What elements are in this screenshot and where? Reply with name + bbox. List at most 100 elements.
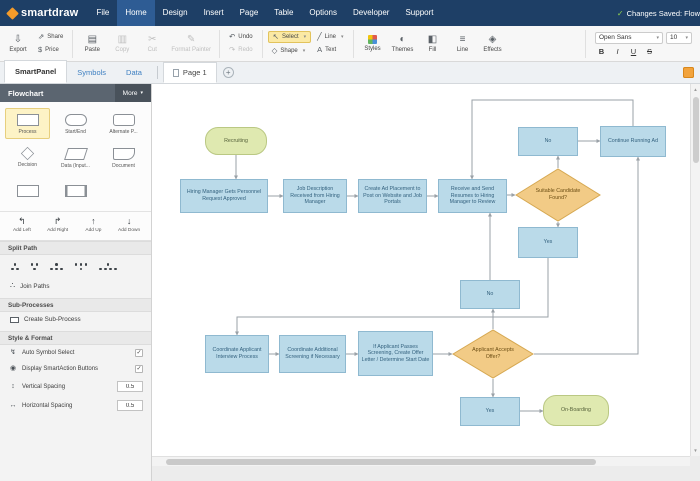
- flowchart-node-no-1[interactable]: No: [518, 127, 578, 156]
- format-buttons: BIUS: [595, 47, 692, 56]
- add-up-button[interactable]: ↑Add Up: [76, 217, 112, 233]
- horizontal-scroll-thumb[interactable]: [166, 459, 596, 465]
- cut-button[interactable]: ✂ Cut: [138, 28, 166, 60]
- smartdraw-logo[interactable]: smartdraw: [0, 7, 88, 19]
- shape-tool-button[interactable]: ◇ Shape ▾: [268, 46, 312, 56]
- fill-button[interactable]: ◧ Fill: [419, 28, 447, 60]
- add-right-button[interactable]: ↱Add Right: [40, 217, 76, 233]
- palette-shape-item-8[interactable]: [53, 176, 98, 207]
- flowchart-node-screening[interactable]: Coordinate Additional Screening if Neces…: [279, 335, 346, 373]
- tab-divider: [157, 66, 158, 79]
- palette-shape-data-input[interactable]: Data (Input...: [53, 142, 98, 173]
- split-path-section-header[interactable]: Split Path: [0, 241, 151, 255]
- flowchart-node-yes-1[interactable]: Yes: [518, 227, 578, 258]
- flowchart-node-yes-2[interactable]: Yes: [460, 397, 520, 426]
- paste-button[interactable]: ▤ Paste: [78, 28, 106, 60]
- vertical-scroll-thumb[interactable]: [693, 97, 699, 163]
- more-shapes-button[interactable]: More ▾: [115, 84, 151, 102]
- effects-icon: ◈: [489, 35, 497, 45]
- page-tab[interactable]: Page 1: [163, 62, 217, 83]
- flowchart-node-on-boarding[interactable]: On-Boarding: [543, 395, 609, 426]
- display-smartaction-buttons-checkbox[interactable]: ✓: [135, 365, 143, 373]
- sub-processes-section-header[interactable]: Sub-Processes: [0, 298, 151, 312]
- scroll-up-icon[interactable]: ▲: [691, 87, 700, 92]
- flowchart-node-recruiting[interactable]: Recruiting: [205, 127, 267, 155]
- menu-home[interactable]: Home: [117, 0, 154, 26]
- flowchart-node-continue-ad[interactable]: Continue Running Ad: [600, 126, 666, 157]
- tab-smartpanel[interactable]: SmartPanel: [4, 60, 67, 83]
- redo-button[interactable]: ↷ Redo: [225, 45, 257, 55]
- smartpanel-sidebar: Flowchart More ▾ ProcessStart/EndAlterna…: [0, 84, 152, 481]
- undo-button[interactable]: ↶ Undo: [225, 32, 257, 42]
- menu-options[interactable]: Options: [301, 0, 345, 26]
- menu-insert[interactable]: Insert: [196, 0, 232, 26]
- split-path-option-4[interactable]: [75, 263, 88, 270]
- line-style-button[interactable]: ≡ Line: [449, 28, 477, 60]
- copy-button[interactable]: ▥ Copy: [108, 28, 136, 60]
- join-paths-button[interactable]: ∴ Join Paths: [0, 278, 151, 298]
- redo-icon: ↷: [229, 46, 235, 54]
- menu-support[interactable]: Support: [397, 0, 441, 26]
- menu-file[interactable]: File: [88, 0, 117, 26]
- pages-panel-icon[interactable]: [683, 67, 694, 78]
- font-controls: Open Sans ▾ 10 ▾ BIUS: [595, 32, 692, 56]
- effects-button[interactable]: ◈ Effects: [479, 28, 507, 60]
- flowchart-node-receive-resumes[interactable]: Receive and Send Resumes to Hiring Manag…: [438, 179, 507, 213]
- flowchart-canvas[interactable]: RecruitingHiring Manager Gets Personnel …: [152, 84, 690, 456]
- font-family-select[interactable]: Open Sans ▾: [595, 32, 663, 44]
- format-i-button[interactable]: I: [611, 47, 624, 56]
- format-u-button[interactable]: U: [627, 47, 640, 56]
- tab-data[interactable]: Data: [116, 62, 152, 83]
- format-s-button[interactable]: S: [643, 47, 656, 56]
- menu-developer[interactable]: Developer: [345, 0, 397, 26]
- scroll-down-icon[interactable]: ▼: [691, 448, 700, 453]
- export-button[interactable]: ⇩ Export: [4, 28, 32, 60]
- chevron-down-icon: ▾: [656, 35, 659, 41]
- vertical-scrollbar[interactable]: ▲ ▼: [690, 84, 700, 456]
- palette-shape-start-end[interactable]: Start/End: [53, 108, 98, 139]
- split-path-option-2[interactable]: [31, 263, 39, 270]
- split-path-option-3[interactable]: [50, 263, 63, 270]
- add-down-button[interactable]: ↓Add Down: [111, 217, 147, 233]
- flowchart-node-offer-letter[interactable]: If Applicant Passes Screening, Create Of…: [358, 331, 433, 376]
- style-format-section-header[interactable]: Style & Format: [0, 331, 151, 345]
- create-sub-process-button[interactable]: Create Sub-Process: [0, 312, 151, 331]
- format-b-button[interactable]: B: [595, 47, 608, 56]
- vertical-spacing-input[interactable]: [117, 381, 143, 392]
- text-tool-button[interactable]: A Text: [313, 45, 347, 55]
- menu-table[interactable]: Table: [266, 0, 301, 26]
- format-painter-button[interactable]: ✎ Format Painter: [168, 28, 214, 60]
- join-paths-icon: ∴: [10, 282, 15, 290]
- add-page-button[interactable]: +: [223, 67, 234, 78]
- auto-symbol-select-checkbox[interactable]: ✓: [135, 349, 143, 357]
- panel-tabs: SmartPanelSymbolsData: [0, 62, 152, 83]
- horizontal-scrollbar[interactable]: [152, 456, 690, 466]
- styles-button[interactable]: Styles: [359, 28, 387, 60]
- add-left-button[interactable]: ↰Add Left: [4, 217, 40, 233]
- flowchart-node-job-description[interactable]: Job Description Received from Hiring Man…: [283, 179, 347, 213]
- split-path-option-1[interactable]: [11, 263, 19, 270]
- palette-shape-item-7[interactable]: [5, 176, 50, 207]
- palette-shape-process[interactable]: Process: [5, 108, 50, 139]
- flowchart-node-accepts-offer[interactable]: Applicant Accepts Offer?: [452, 329, 534, 379]
- menu-page[interactable]: Page: [232, 0, 267, 26]
- flowchart-node-interview[interactable]: Coordinate Applicant Interview Process: [205, 335, 269, 373]
- line-tool-button[interactable]: ╱ Line ▾: [313, 32, 347, 42]
- flowchart-node-suitable-candidate[interactable]: Suitable Candidate Found?: [515, 168, 601, 222]
- palette-shape-document[interactable]: Document: [101, 142, 146, 173]
- price-button[interactable]: $ Price: [34, 45, 67, 55]
- flowchart-node-create-ad[interactable]: Create Ad Placement to Post on Website a…: [358, 179, 427, 213]
- select-tool-button[interactable]: ↖ Select ▾: [268, 31, 312, 43]
- horizontal-spacing-input[interactable]: [117, 400, 143, 411]
- split-path-option-5[interactable]: [99, 263, 117, 270]
- share-button[interactable]: ⇗ Share: [34, 32, 67, 42]
- flowchart-node-no-2[interactable]: No: [460, 280, 520, 309]
- palette-shape-alternate-p[interactable]: Alternate P...: [101, 108, 146, 139]
- menu-design[interactable]: Design: [155, 0, 196, 26]
- font-size-select[interactable]: 10 ▾: [666, 32, 692, 44]
- palette-shape-decision[interactable]: Decision: [5, 142, 50, 173]
- style-format-rows: ↯Auto Symbol Select✓◉Display SmartAction…: [0, 345, 151, 415]
- flowchart-node-hiring-request[interactable]: Hiring Manager Gets Personnel Request Ap…: [180, 179, 268, 213]
- tab-symbols[interactable]: Symbols: [67, 62, 116, 83]
- themes-button[interactable]: ◐ Themes: [389, 28, 417, 60]
